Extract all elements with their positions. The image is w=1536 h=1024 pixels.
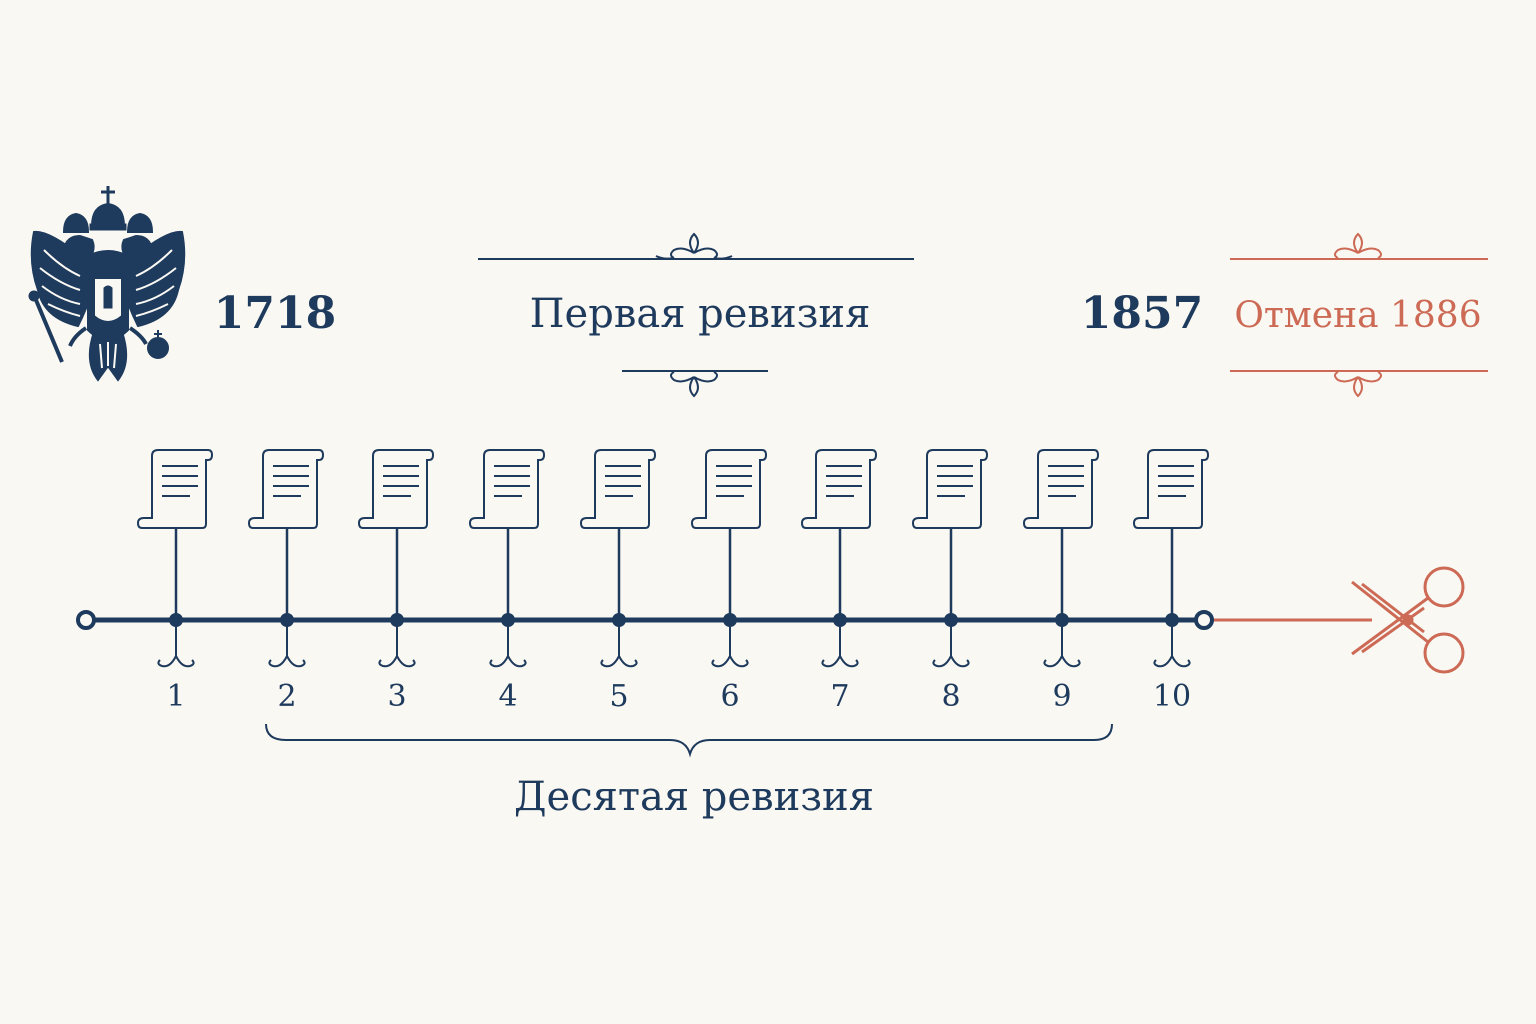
abolition-top-ornament [1230, 232, 1488, 260]
revision-number: 4 [498, 679, 517, 714]
scroll-document-icon [136, 449, 214, 529]
scroll-document-icon [247, 449, 325, 529]
timeline-start-endpoint [76, 610, 96, 630]
revision-foot-ornament [378, 620, 416, 668]
revision-marker: 3 [357, 449, 435, 714]
scroll-document-icon [1022, 449, 1100, 529]
scroll-document-icon [690, 449, 768, 529]
scroll-document-icon [1132, 449, 1210, 529]
brace-label: Десятая ревизия [514, 774, 874, 820]
revision-number: 2 [277, 679, 296, 714]
first-revision-label: Первая ревизия [530, 291, 871, 337]
revision-foot-ornament [821, 620, 859, 668]
revision-marker: 6 [690, 449, 768, 714]
scroll-document-icon [579, 449, 657, 529]
revision-markers: 1 2 3 4 5 6 7 8 9 10 [136, 449, 1210, 714]
revision-marker: 7 [800, 449, 878, 714]
revision-marker: 4 [468, 449, 546, 714]
first-revision-top-ornament [478, 232, 914, 260]
revision-foot-ornament [600, 620, 638, 668]
revision-marker: 1 [136, 449, 214, 714]
revision-foot-ornament [157, 620, 195, 668]
scroll-document-icon [911, 449, 989, 529]
revision-foot-ornament [489, 620, 527, 668]
scroll-document-icon [357, 449, 435, 529]
revision-marker: 5 [579, 449, 657, 714]
revision-number: 5 [609, 679, 628, 714]
scroll-document-icon [800, 449, 878, 529]
revision-foot-ornament [711, 620, 749, 668]
revision-marker: 9 [1022, 449, 1100, 714]
end-year: 1857 [1081, 288, 1203, 339]
revision-range-brace [265, 723, 1113, 758]
scroll-document-icon [468, 449, 546, 529]
timeline-end-endpoint [1194, 610, 1214, 630]
start-year: 1718 [214, 288, 336, 339]
revision-marker: 10 [1132, 449, 1210, 714]
first-revision-bottom-ornament [622, 370, 768, 398]
revision-number: 7 [830, 679, 849, 714]
revision-marker: 8 [911, 449, 989, 714]
scissors-icon [1351, 566, 1465, 674]
abolition-bottom-ornament [1230, 370, 1488, 398]
revision-number: 8 [941, 679, 960, 714]
revision-number: 10 [1153, 679, 1191, 714]
abolition-label: Отмена 1886 [1234, 295, 1481, 336]
revision-foot-ornament [1043, 620, 1081, 668]
revision-marker: 2 [247, 449, 325, 714]
revision-foot-ornament [1153, 620, 1191, 668]
revision-number: 9 [1052, 679, 1071, 714]
revision-number: 3 [387, 679, 406, 714]
revision-foot-ornament [268, 620, 306, 668]
double-headed-eagle-icon [28, 186, 186, 382]
revision-number: 1 [166, 679, 185, 714]
revision-number: 6 [720, 679, 739, 714]
revision-foot-ornament [932, 620, 970, 668]
